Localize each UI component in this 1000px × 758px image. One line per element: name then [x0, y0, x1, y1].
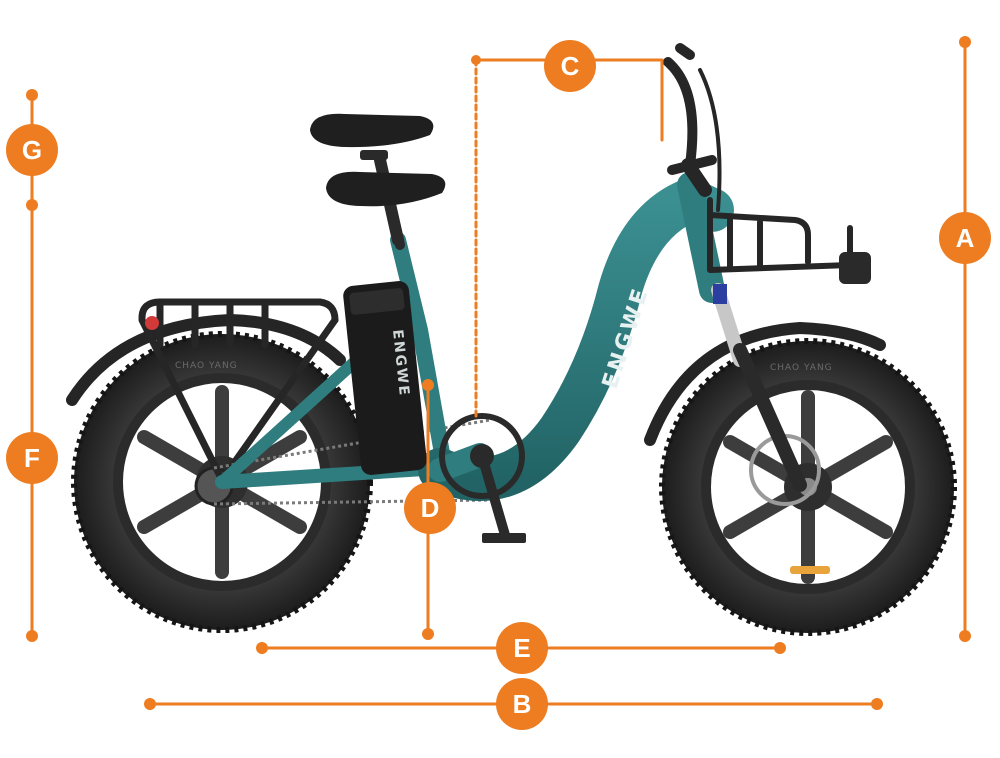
badge-c-label: C	[561, 51, 580, 81]
badge-a-label: A	[956, 223, 975, 253]
badge-f-label: F	[24, 443, 40, 473]
battery-brand-text: ENGWE	[389, 329, 412, 398]
rear-rack	[138, 298, 339, 484]
bike-illustration: CHAO YANG CHAO YANG	[66, 43, 957, 636]
seat-assembly	[310, 113, 446, 250]
badge-g-label: G	[22, 135, 42, 165]
dimension-badge-f: F	[6, 432, 58, 484]
front-fender	[644, 321, 886, 446]
badge-e-label: E	[513, 633, 530, 663]
front-wheel: CHAO YANG	[659, 338, 957, 636]
dimension-badge-a: A	[939, 212, 991, 264]
rear-tire-text: CHAO YANG	[175, 361, 238, 371]
dimension-badge-b: B	[496, 678, 548, 730]
crankset	[439, 413, 526, 543]
badge-b-label: B	[513, 689, 532, 719]
battery: ENGWE	[343, 281, 427, 475]
handlebar	[663, 43, 722, 212]
dimension-badge-d: D	[404, 482, 456, 534]
badge-d-label: D	[421, 493, 440, 523]
front-fork	[711, 283, 807, 492]
dimension-badge-e: E	[496, 622, 548, 674]
front-basket	[707, 197, 871, 284]
dimension-badge-g: G	[6, 124, 58, 176]
rear-light	[145, 316, 159, 330]
front-tire-text: CHAO YANG	[770, 363, 833, 373]
dimension-endpoints	[26, 36, 971, 710]
dimension-badge-c: C	[544, 40, 596, 92]
